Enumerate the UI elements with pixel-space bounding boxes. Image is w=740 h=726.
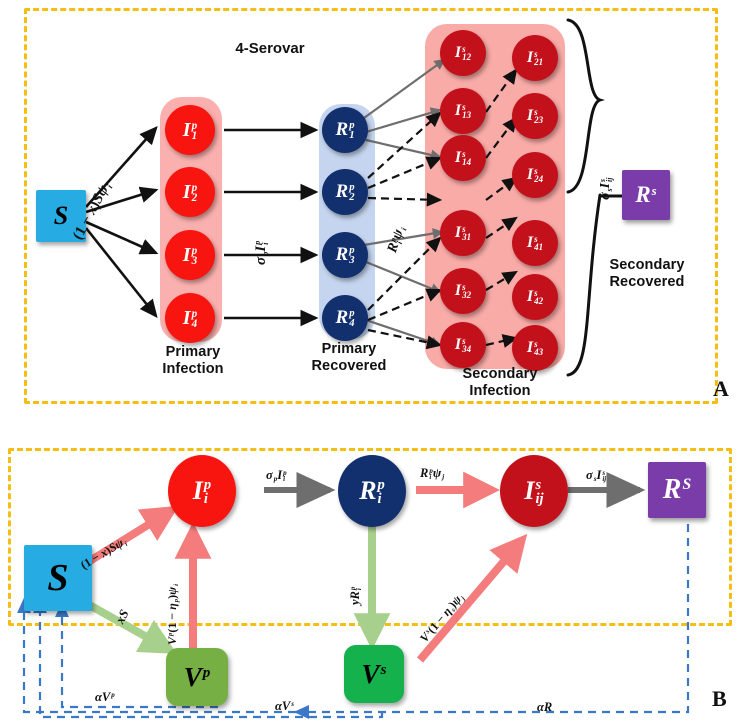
panel-a-frame [24,8,718,404]
label-b-r-return: αR [537,700,553,714]
node-rs-a[interactable]: Rs [622,170,670,220]
panel-a-letter: A [713,376,729,401]
node-label-s-a: S [53,201,69,230]
node-label-vp: Vp [183,661,211,692]
label-b-vp-to-ip: Vp(1 − ηp)ψi [165,583,181,645]
node-label-vs: Vs [361,658,387,689]
node-vaccine-primary[interactable]: Vp [166,648,228,706]
label-b-vp-return: αVp [95,690,115,704]
panel-b-letter: B [712,686,727,711]
node-rs-b[interactable]: RS [648,462,706,518]
node-label-rs-b: RS [662,474,692,505]
label-b-vs-return: αVs [275,699,294,713]
node-susceptible-a[interactable]: S [36,190,86,242]
node-label-s-b: S [47,557,69,599]
node-susceptible-b[interactable]: S [24,545,92,611]
node-label-rs-a: Rs [635,182,657,207]
node-vaccine-secondary[interactable]: Vs [344,645,404,703]
panel-a-title: 4-Serovar [235,40,305,57]
